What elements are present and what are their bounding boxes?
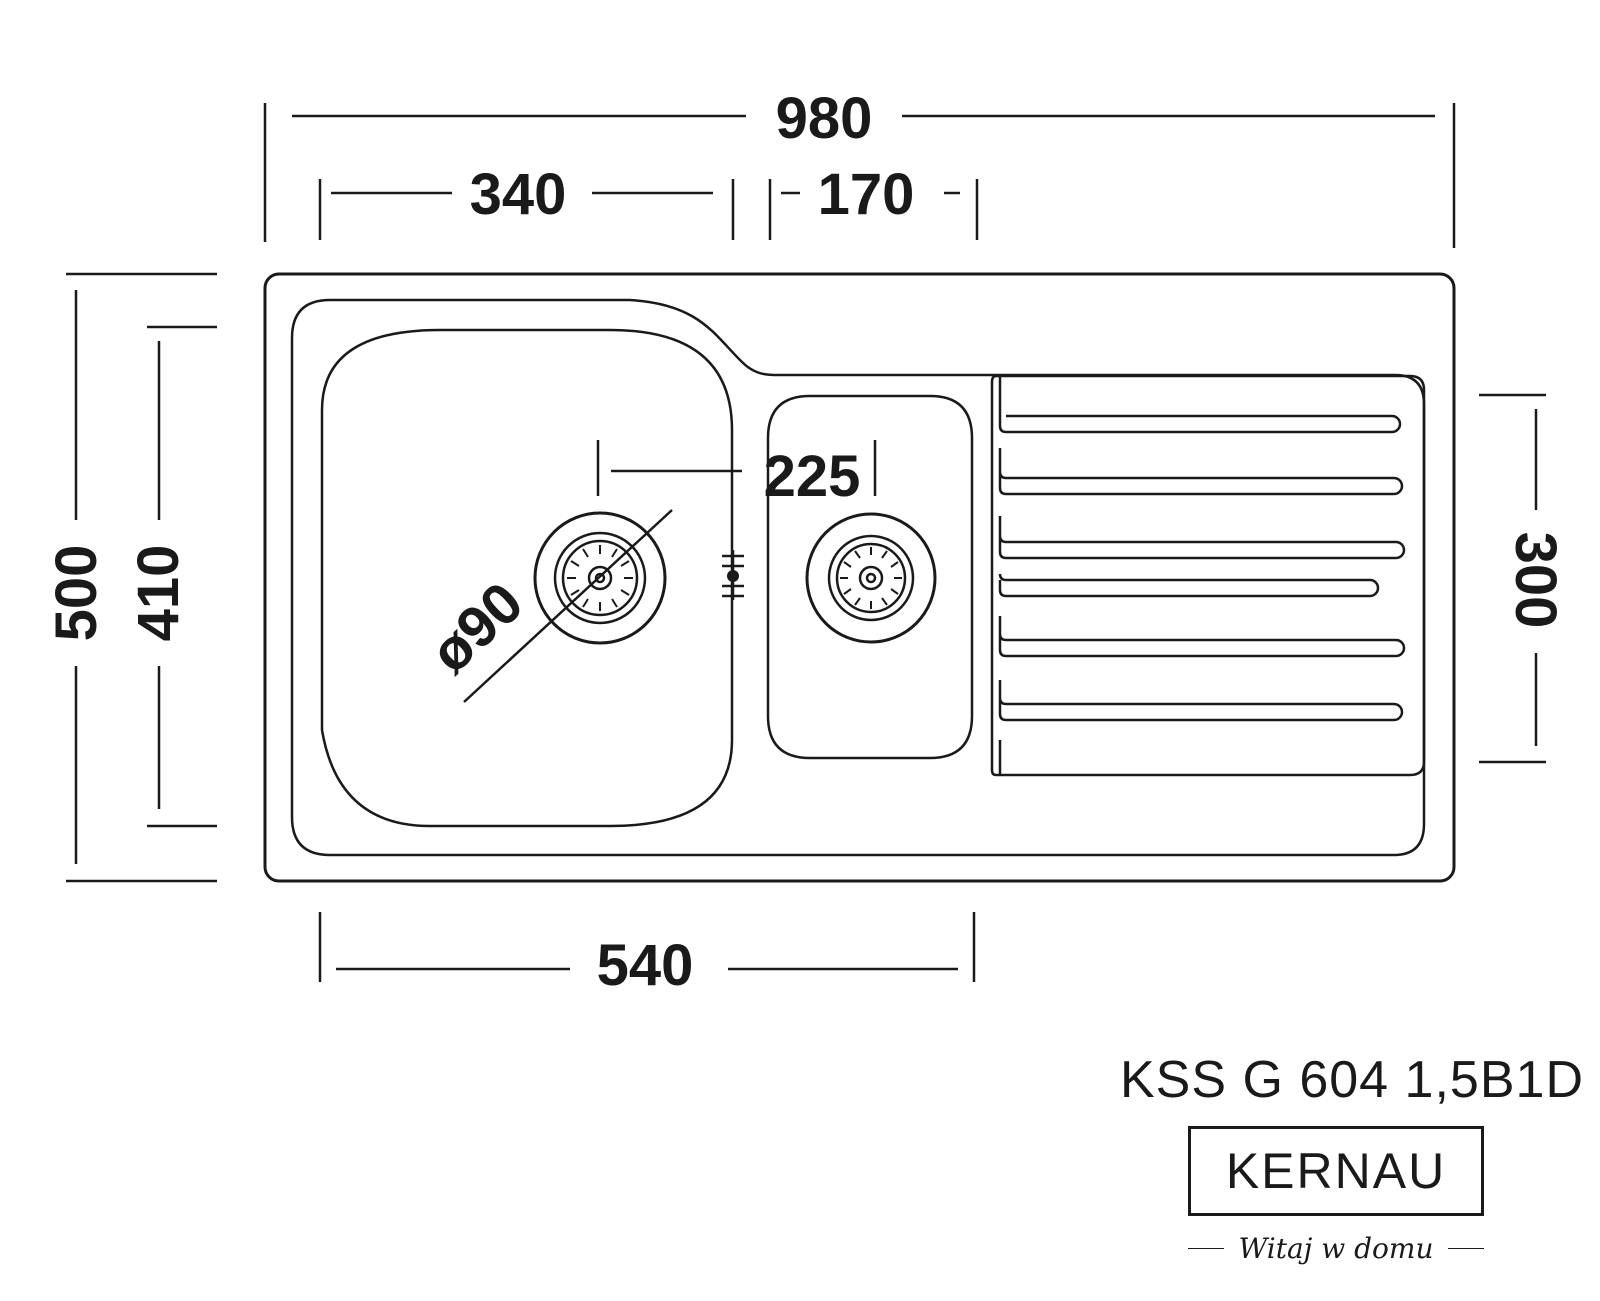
brand-block: KSS G 604 1,5B1D KERNAU Witaj w domu <box>1060 1050 1600 1290</box>
dimension-label-980: 980 <box>776 86 873 151</box>
drain-strainer-icon <box>805 512 937 644</box>
dimension-left-offset: 340 <box>318 162 735 240</box>
dimension-label-225: 225 <box>764 444 861 509</box>
drainer-groove <box>998 516 1406 560</box>
dimension-right-bowl-width: 170 <box>768 162 979 240</box>
dimension-bowl-spacing: 225 <box>596 440 877 509</box>
tap-hole-marker-icon <box>722 550 744 600</box>
model-name: KSS G 604 1,5B1D <box>1119 1051 1584 1109</box>
dimension-label-340: 340 <box>470 162 567 227</box>
dimension-label-170: 170 <box>818 162 915 227</box>
brand-name: KERNAU <box>1225 1143 1447 1199</box>
sink-outer-outline <box>263 272 1456 883</box>
tagline-dash-right <box>1447 1247 1484 1249</box>
dimension-label-300: 300 <box>1503 532 1568 629</box>
dimension-overall-depth: 500 <box>44 272 217 883</box>
dimension-right-bowl-depth: 300 <box>1479 393 1568 764</box>
dimension-label-diameter: ø90 <box>418 570 535 686</box>
brand-logo: KERNAU <box>1188 1126 1484 1216</box>
dimension-overall-width: 980 <box>263 86 1456 248</box>
main-bowl-outline <box>320 328 734 828</box>
dimension-label-410: 410 <box>126 545 191 642</box>
drainer-grooves <box>998 376 1406 775</box>
drainer-groove <box>998 680 1404 722</box>
dimension-label-540: 540 <box>597 933 694 998</box>
drainer-panel <box>990 374 1426 777</box>
drainer-groove <box>998 573 1380 598</box>
tagline-row: Witaj w domu <box>1168 1228 1504 1268</box>
drain-strainer-icon <box>533 511 667 645</box>
brand-tagline: Witaj w domu <box>1238 1231 1434 1265</box>
dimension-inner-depth: 410 <box>126 325 217 828</box>
dimension-label-500: 500 <box>44 545 109 642</box>
dimension-bowl-section-width: 540 <box>318 912 976 998</box>
drainer-groove <box>998 448 1404 496</box>
half-bowl-outline <box>766 394 974 760</box>
drainer-groove <box>998 616 1406 658</box>
sink-inner-rim <box>290 298 1426 857</box>
tagline-dash-left <box>1188 1247 1225 1249</box>
drainer-groove <box>998 376 1402 434</box>
